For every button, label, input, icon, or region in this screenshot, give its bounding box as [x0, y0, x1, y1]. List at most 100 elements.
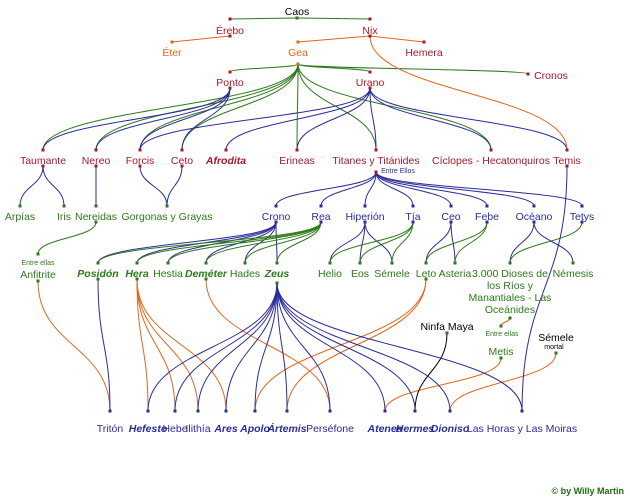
edge-zeus-hermes [276, 282, 416, 412]
dot-top-hemera [422, 40, 426, 44]
dot-top-forcis [138, 148, 142, 152]
dot-top-dioniso [448, 409, 452, 413]
node-atenea: Atenea [367, 423, 403, 435]
dot-top-zeus [275, 261, 279, 265]
edge-zeus-hebe [174, 282, 278, 412]
node-hefesto: Hefesto [128, 423, 168, 435]
edge-titanes-ceo [375, 171, 452, 207]
edge-hera-hebe [136, 278, 176, 412]
dot-top-erebo [228, 17, 232, 21]
edge-hera-ilithia [136, 278, 199, 412]
edge-leto-apolo [254, 278, 427, 412]
edge-rea-hades [244, 221, 322, 264]
node-hebe: Hebe [162, 423, 188, 435]
edge-forcis-gorgonas [139, 165, 168, 207]
dot-top-asteria [453, 261, 457, 265]
edge-zeus-ares [225, 282, 278, 412]
dot-bottom-ninfa_maya [445, 331, 449, 335]
dot-top-apolo [253, 409, 257, 413]
dot-bottom-urano [368, 86, 372, 90]
node-ceto: Ceto [170, 155, 194, 167]
node-temis: Temis [553, 155, 581, 167]
dot-top-ares [224, 409, 228, 413]
dot-top-posidon [96, 261, 100, 265]
node-ilithia: Ilithía [185, 423, 211, 435]
dot-top-eter [170, 40, 174, 44]
dot-top-temis [565, 148, 569, 152]
edge-caos-nix [296, 17, 371, 20]
edge-nereidas-anfitrite [37, 221, 97, 255]
dot-top-atenea [383, 409, 387, 413]
dot-top-hebe [173, 409, 177, 413]
node-iris: Iris [57, 211, 71, 223]
edge-febe-asteria [454, 221, 488, 264]
node-nereidas: Nereidas [74, 211, 118, 223]
node-ninfa-maya: Ninfa Maya [420, 321, 474, 333]
node-mortal: mortal [544, 344, 564, 351]
node-rea: Rea [311, 211, 331, 223]
edge-ninfa_maya-hermes [414, 332, 448, 412]
node-apolo: Apolo [240, 423, 270, 435]
edge-oceano-dioses_rios [509, 221, 535, 264]
edge-erebo-eter [171, 35, 231, 43]
node-erebo: Érebo [215, 25, 245, 37]
edge-ponto-ceto [181, 87, 231, 151]
node-demeter: Deméter [184, 268, 228, 280]
node-nemesis: Némesis [552, 268, 594, 280]
edge-urano-afrodita [225, 87, 371, 151]
dot-top-metis [499, 324, 503, 328]
dot-bottom-semele_mortal [554, 351, 558, 355]
dot-bottom-oceano [532, 220, 536, 224]
edge-gea-taumante [42, 63, 299, 151]
node-nix: Nix [362, 25, 378, 37]
edge-urano-forcis [139, 87, 371, 151]
edge-titanes-oceano [375, 171, 535, 207]
dot-top-ceto [180, 148, 184, 152]
node-gorgonas: Gorgonas y Grayas [121, 211, 213, 223]
edge-rea-hera [136, 221, 322, 264]
edge-zeus-persefone [276, 282, 331, 412]
node-semele-g: Sémele [374, 268, 410, 280]
dot-bottom-tetys [580, 220, 584, 224]
edge-gea-erineas [296, 63, 299, 151]
dot-bottom-taumante [41, 164, 45, 168]
node-artemis: Ártemis [267, 423, 307, 435]
node-cronos: Cronos [534, 70, 568, 82]
edge-tia-eos [359, 221, 414, 264]
dot-bottom-dioses_rios [508, 316, 512, 320]
dot-bottom-ceto [180, 164, 184, 168]
edge-gea-ciclopes [297, 63, 492, 151]
dot-bottom-nix [368, 34, 372, 38]
edge-rea-demeter [205, 221, 322, 264]
dot-top-helio [328, 261, 332, 265]
node-hermes: Hermes [395, 423, 435, 435]
node-triton: Tritón [96, 423, 124, 435]
dot-top-urano [368, 70, 372, 74]
edge-taumante-arpias [19, 165, 44, 207]
edge-nix-gea [297, 35, 371, 43]
dot-bottom-hiperion [363, 220, 367, 224]
node-ciclopes: Cíclopes - Hecatonquiros [432, 155, 550, 167]
dot-bottom-posidon [96, 277, 100, 281]
node-oceano: Océano [515, 211, 553, 223]
edge-ceto-gorgonas [166, 165, 183, 207]
dot-bottom-caos [295, 16, 299, 20]
node-entre-ellas-2: Entre ellas [485, 331, 519, 338]
edge-crono-hestia [167, 221, 277, 264]
node-hades: Hades [229, 268, 261, 280]
edge-gea-forcis [139, 63, 299, 151]
node-gea: Gea [288, 47, 308, 59]
edge-gea-titanes [297, 63, 377, 151]
edge-rea-hestia [167, 221, 322, 264]
dot-bottom-rea [319, 220, 323, 224]
edge-zeus-horas_moiras [276, 282, 523, 412]
dot-top-demeter [204, 261, 208, 265]
node-erineas: Erineas [279, 155, 315, 167]
node-arpias: Arpías [4, 211, 36, 223]
dot-bottom-gea [296, 62, 300, 66]
edge-zeus-apolo [254, 282, 278, 412]
edge-ponto-nereo [95, 87, 231, 151]
node-ares: Ares [214, 423, 238, 435]
edge-hera-hefesto [136, 278, 149, 412]
dot-bottom-zeus [275, 281, 279, 285]
